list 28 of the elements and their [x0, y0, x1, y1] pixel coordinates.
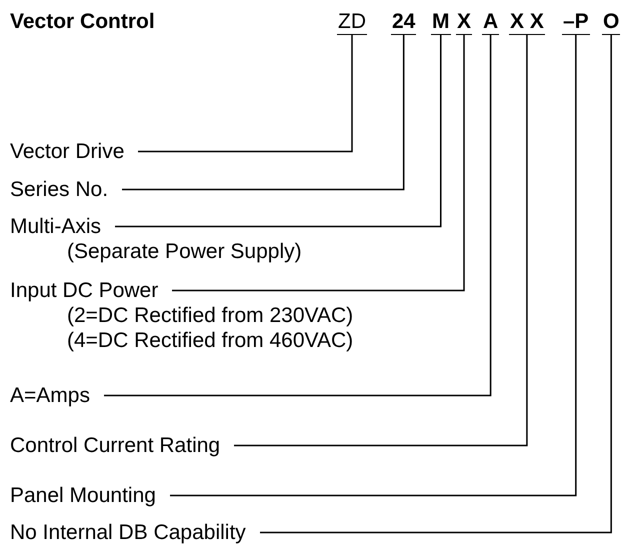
leader-line [260, 35, 612, 534]
description-text: No Internal DB Capability [10, 520, 246, 545]
description-text: Control Current Rating [10, 433, 220, 458]
description-text: Vector Drive [10, 139, 124, 164]
code-segment: A [482, 9, 500, 35]
description-text: A=Amps [10, 383, 90, 408]
description-text: Series No. [10, 177, 108, 202]
title: Vector Control [10, 9, 155, 34]
leader-line [104, 35, 492, 396]
code-segment: O [602, 9, 620, 35]
code-segment: M [431, 9, 450, 35]
note-text: (Separate Power Supply) [66, 239, 302, 264]
leader-line [138, 35, 353, 152]
description-text: Panel Mounting [10, 483, 156, 508]
note-text: (2=DC Rectified from 230VAC) [66, 303, 354, 328]
leader-line [170, 35, 577, 496]
code-segment: 24 [391, 9, 416, 35]
code-segment: ZD [337, 9, 367, 35]
code-segment: X X [509, 9, 545, 35]
leader-line [122, 35, 404, 190]
code-segment: –P [562, 9, 590, 35]
leader-line [234, 35, 528, 446]
code-segment: X [456, 9, 472, 35]
leader-line [172, 35, 465, 292]
description-text: Input DC Power [10, 278, 158, 303]
note-text: (4=DC Rectified from 460VAC) [66, 328, 354, 353]
description-text: Multi-Axis [10, 214, 102, 239]
leader-line [115, 35, 442, 228]
